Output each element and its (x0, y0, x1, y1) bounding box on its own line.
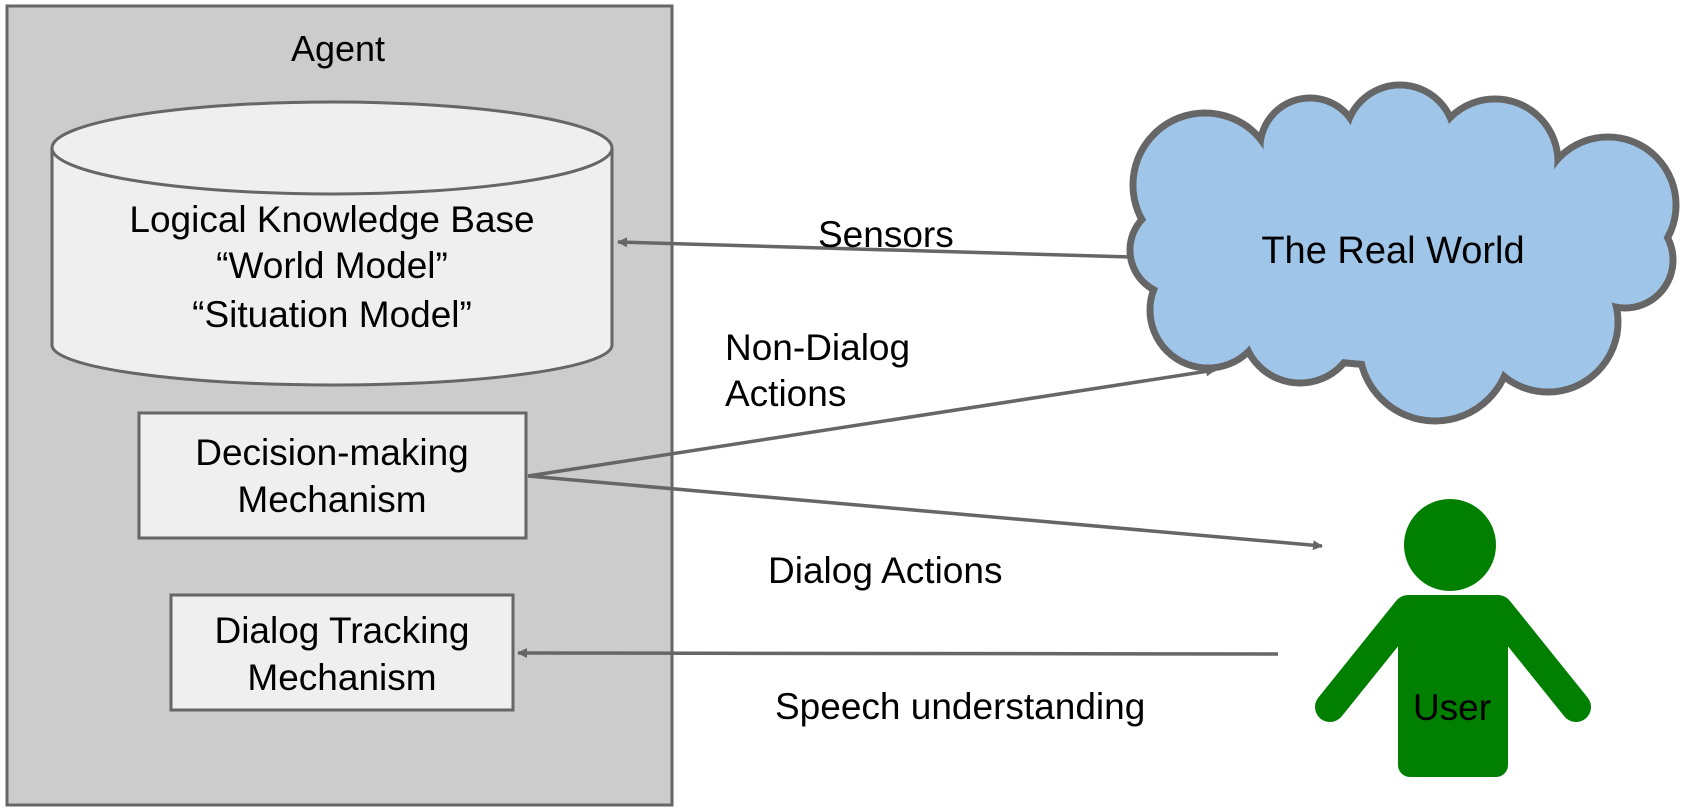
speech-understanding-arrow (517, 648, 1279, 659)
actions-label: Actions (725, 373, 846, 414)
knowledge-base-label: Logical Knowledge Base (129, 199, 534, 240)
sensors-arrow (617, 237, 1132, 259)
knowledge-base-cylinder (50, 100, 614, 387)
non-dialog-actions-arrow (527, 366, 1216, 478)
decision-making-label: Decision-making (195, 432, 469, 473)
tracking-mechanism-label: Mechanism (247, 657, 436, 698)
user-figure (1315, 499, 1591, 777)
situation-model-label: “Situation Model” (192, 294, 472, 335)
dialog-tracking-label: Dialog Tracking (214, 610, 469, 651)
dialog-tracking-box (169, 593, 515, 712)
real-world-label: The Real World (1261, 230, 1524, 272)
non-dialog-label: Non-Dialog (725, 327, 910, 368)
speech-understanding-label: Speech understanding (775, 686, 1145, 727)
decision-mechanism-label: Mechanism (237, 479, 426, 520)
dialog-actions-label: Dialog Actions (768, 550, 1002, 591)
sensors-label: Sensors (818, 214, 954, 255)
user-label: User (1413, 687, 1491, 728)
dialog-actions-arrow (527, 474, 1323, 551)
world-model-label: “World Model” (216, 245, 448, 286)
real-world-cloud (1126, 81, 1680, 425)
decision-making-box (137, 411, 528, 540)
agent-title: Agent (291, 28, 385, 69)
